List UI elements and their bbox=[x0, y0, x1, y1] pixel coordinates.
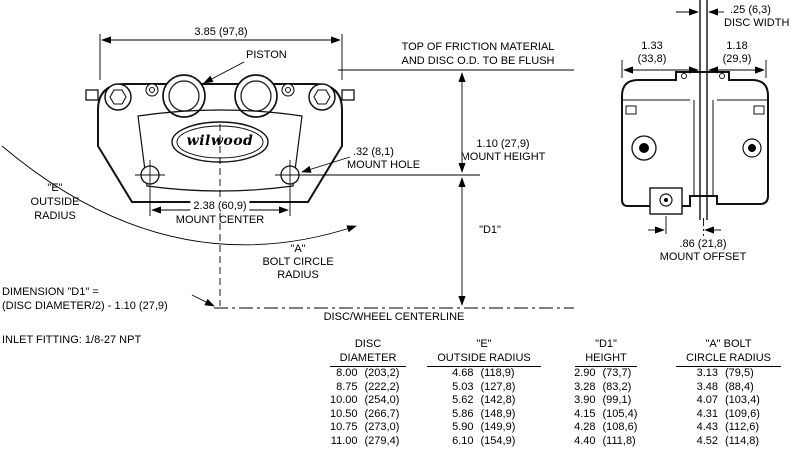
front-view-dimensions bbox=[1, 34, 574, 309]
header-disc-2: DIAMETER bbox=[318, 352, 418, 367]
side-detail-right bbox=[753, 105, 765, 115]
mount-offset-value: .86 (21,8) bbox=[679, 238, 727, 250]
side-view-dimensions bbox=[621, 8, 767, 236]
table-row: 11.00(279,4) 6.10(154,9) 4.40(111,8) 4.5… bbox=[330, 434, 760, 447]
dim-overall-width-label: 3.85 (97,8) bbox=[194, 26, 248, 38]
piston-label: PISTON bbox=[246, 49, 287, 61]
e-radius-line1: "E" bbox=[47, 182, 63, 194]
mount-center-label: MOUNT CENTER bbox=[175, 214, 265, 226]
mount-center-value: 2.38 (60,9) bbox=[190, 200, 250, 213]
front-view bbox=[85, 74, 355, 203]
side-mount-lug-hole bbox=[659, 193, 673, 207]
d1-dim-label: "D1" bbox=[479, 224, 501, 236]
bridge-bolt-left-center bbox=[149, 87, 155, 93]
table-row: 8.75(222,2) 5.03(127,8) 3.28(83,2) 3.48(… bbox=[336, 380, 754, 393]
header-disc-1: DISC bbox=[354, 338, 382, 350]
bridge-bolt-right bbox=[281, 83, 295, 97]
header-e-2: OUTSIDE RADIUS bbox=[418, 352, 550, 367]
header-a-1: "A" BOLT bbox=[705, 338, 752, 350]
side-bolt-right-center bbox=[748, 144, 756, 152]
side-view bbox=[621, 0, 769, 220]
table-row: 10.75(273,0) 5.90(149,9) 4.28(108,6) 4.4… bbox=[329, 421, 760, 433]
body-width-right-mm: (29,9) bbox=[722, 53, 752, 65]
spec-table: DISC "E" "D1" "A" BOLT DIAMETER OUTSIDE … bbox=[318, 338, 795, 448]
mount-offset-label: MOUNT OFFSET bbox=[659, 251, 747, 263]
header-d1-2: HEIGHT bbox=[550, 352, 662, 367]
header-e-1: "E" bbox=[476, 338, 492, 350]
disc-width-label: DISC WIDTH bbox=[724, 17, 790, 29]
centerline-label: DISC/WHEEL CENTERLINE bbox=[323, 311, 465, 323]
side-detail-left bbox=[625, 105, 637, 115]
header-d1-1: "D1" bbox=[595, 338, 617, 350]
header-a-2: CIRCLE RADIUS bbox=[662, 352, 795, 367]
mount-hole-leader bbox=[301, 156, 351, 173]
flush-note-line2: AND DISC O.D. TO BE FLUSH bbox=[401, 55, 555, 67]
inlet-fitting-note: INLET FITTING: 1/8-27 NPT bbox=[2, 334, 142, 346]
disc-width-value: .25 (6,3) bbox=[730, 4, 771, 16]
body-width-left-mm: (33,8) bbox=[637, 53, 667, 65]
mount-height-value: 1.10 (27,9) bbox=[476, 138, 530, 150]
side-body-outline bbox=[621, 71, 769, 207]
mount-hole-value: .32 (8,1) bbox=[353, 146, 394, 158]
side-piston-center bbox=[639, 143, 649, 153]
a-radius-line2: BOLT CIRCLE bbox=[262, 256, 334, 268]
body-width-left-in: 1.33 bbox=[641, 40, 663, 52]
wilwood-logo: wilwood bbox=[186, 133, 254, 149]
table-row: 10.00(254,0) 5.62(142,8) 3.90(99,1) 4.07… bbox=[329, 394, 760, 406]
a-radius-line1: "A" bbox=[290, 243, 306, 255]
table-row: 10.50(266,7) 5.86(148,9) 4.15(105,4) 4.3… bbox=[329, 407, 760, 420]
disc-radius-arc bbox=[1, 145, 357, 246]
d1-formula-leader bbox=[191, 294, 215, 307]
a-radius-line3: RADIUS bbox=[277, 269, 319, 281]
bleed-fitting-right bbox=[341, 89, 355, 101]
table-row: 8.00(203,2) 4.68(118,9) 2.90(73,7) 3.13(… bbox=[336, 367, 754, 379]
piston-leader bbox=[203, 61, 245, 84]
lug-bolt-left bbox=[104, 83, 132, 111]
e-radius-line2: OUTSIDE bbox=[30, 196, 80, 208]
side-mount-lug-dot bbox=[664, 198, 668, 202]
lug-bolt-left-hex bbox=[109, 89, 127, 105]
d1-formula-line2: (DISC DIAMETER/2) - 1.10 (27,9) bbox=[2, 300, 168, 312]
flush-note-line1: TOP OF FRICTION MATERIAL bbox=[401, 41, 555, 53]
lug-bolt-right bbox=[308, 83, 336, 111]
d1-formula-line1: DIMENSION "D1" = bbox=[2, 286, 99, 298]
lug-bolt-right-hex bbox=[313, 89, 331, 105]
mount-hole-label: MOUNT HOLE bbox=[347, 159, 421, 171]
body-width-right-in: 1.18 bbox=[726, 40, 748, 52]
bridge-bolt-left bbox=[145, 83, 159, 97]
table-header-row-2: DIAMETER OUTSIDE RADIUS HEIGHT CIRCLE RA… bbox=[318, 352, 795, 367]
bridge-bolt-right-center bbox=[285, 87, 291, 93]
bleed-fitting-left bbox=[85, 89, 99, 101]
mount-height-label: MOUNT HEIGHT bbox=[460, 151, 546, 163]
e-radius-line3: RADIUS bbox=[34, 210, 76, 222]
table-header-row-1: DISC "E" "D1" "A" BOLT bbox=[318, 338, 795, 352]
caliper-face-outline bbox=[137, 109, 303, 192]
